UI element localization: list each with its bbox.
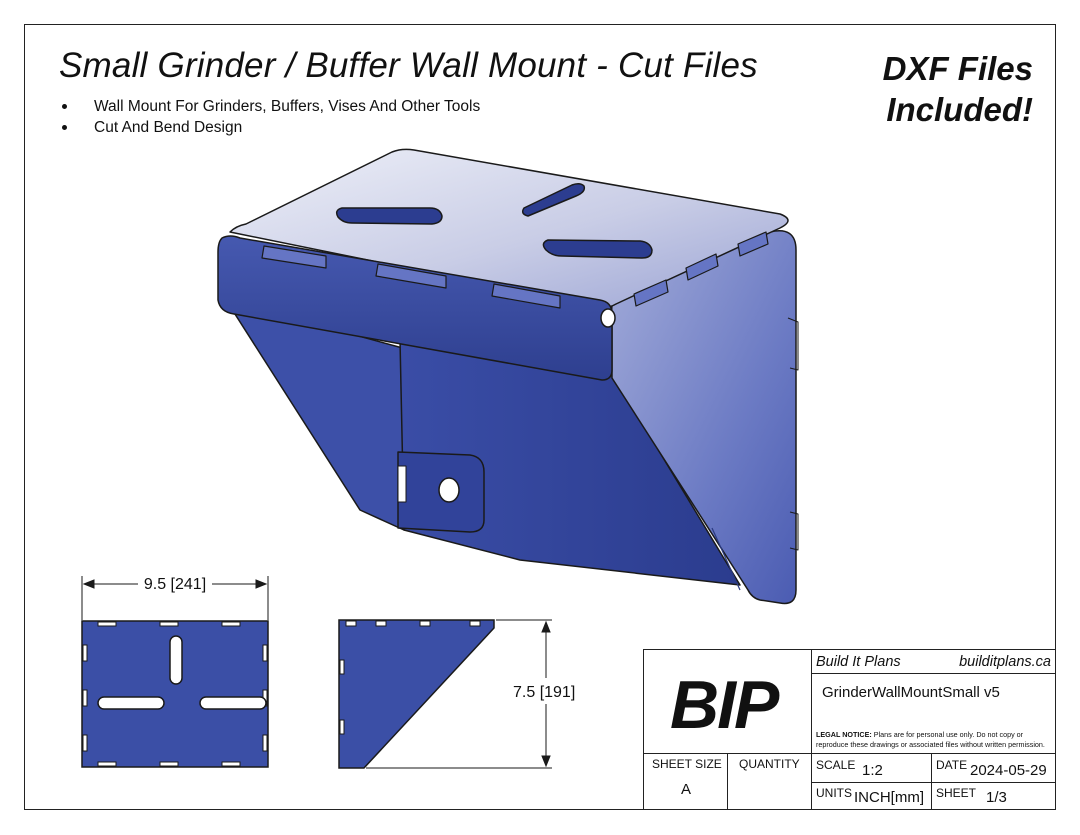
sheet-number-label: SHEET [936,786,977,800]
width-dimension-label: 9.5 [241] [144,576,206,593]
width-dimension [81,576,269,620]
units-cell: UNITS INCH[mm] [811,782,932,810]
height-dimension-label: 7.5 [191] [513,684,575,701]
company-name: Build It Plans [816,654,901,670]
callout-line: Included! [886,91,1033,128]
bip-logo: BIP [670,667,779,743]
date-cell: DATE 2024-05-29 [931,753,1056,783]
wall-mount-bracket-3d-icon [217,148,799,605]
bracket-top-flat-view-icon [81,620,269,768]
legal-notice: LEGAL NOTICE: Plans are for personal use… [816,730,1045,749]
quantity-label: QUANTITY [739,757,800,771]
quantity-cell: QUANTITY [727,753,812,810]
date-label: DATE [936,758,968,772]
feature-item: Cut And Bend Design [60,117,480,138]
logo-cell: BIP [643,649,812,754]
height-dimension [366,619,552,769]
feature-item: Wall Mount For Grinders, Buffers, Vises … [60,96,480,117]
sheet-size-label: SHEET SIZE [652,757,722,771]
date-value: 2024-05-29 [970,762,1047,779]
company-website: builditplans.ca [959,654,1051,670]
drawing-title: Small Grinder / Buffer Wall Mount - Cut … [59,46,758,85]
units-label: UNITS [816,786,852,800]
bracket-side-gusset-view-icon [338,619,495,769]
scale-value: 1:2 [862,762,883,779]
callout-line: DXF Files [882,50,1033,87]
part-name: GrinderWallMountSmall v5 [822,684,1000,701]
sheet-size-cell: SHEET SIZE A [643,753,728,810]
sheet-number-value: 1/3 [986,789,1007,806]
part-info-cell: Build It Plans builditplans.ca GrinderWa… [811,649,1056,754]
sheet-size-value: A [681,781,692,798]
title-block: BIP Build It Plans builditplans.ca Grind… [643,649,1056,810]
units-value: INCH[mm] [854,789,924,806]
drawing-border [24,24,1056,810]
dxf-callout: DXF Files Included! [858,48,1033,130]
scale-cell: SCALE 1:2 [811,753,932,783]
feature-list: Wall Mount For Grinders, Buffers, Vises … [60,96,480,138]
scale-label: SCALE [816,758,856,772]
sheet-number-cell: SHEET 1/3 [931,782,1056,810]
